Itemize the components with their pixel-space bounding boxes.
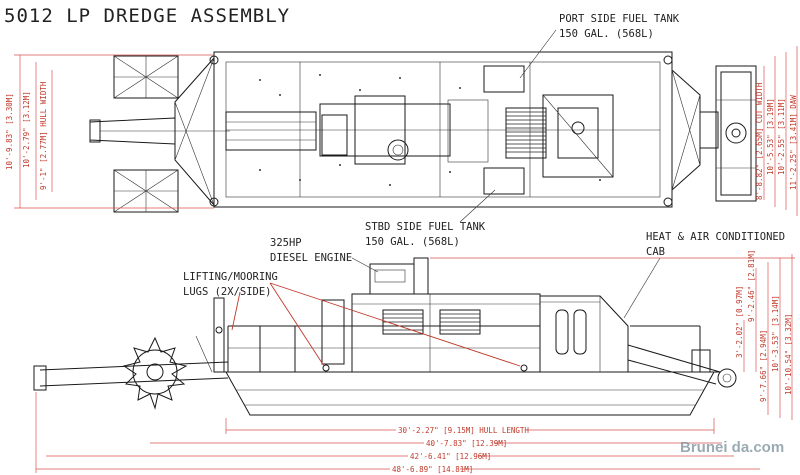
side-dims-bottom: 30'-2.27" [9.15M] HULL LENGTH 40'-7.83" … bbox=[35, 392, 760, 474]
svg-text:9'-1" [2.77M] HULL WIDTH: 9'-1" [2.77M] HULL WIDTH bbox=[39, 81, 48, 190]
svg-text:150 GAL. (568L): 150 GAL. (568L) bbox=[559, 28, 654, 40]
side-spud-wheel bbox=[122, 336, 188, 410]
side-cutter bbox=[627, 344, 737, 388]
port-fuel-tank bbox=[483, 65, 525, 93]
side-engine bbox=[369, 263, 415, 295]
svg-text:10'-3.53" [3.14M]: 10'-3.53" [3.14M] bbox=[771, 295, 780, 372]
svg-text:48'-6.89" [14.81M]: 48'-6.89" [14.81M] bbox=[392, 465, 473, 474]
svg-text:STBD SIDE FUEL TANK: STBD SIDE FUEL TANK bbox=[365, 221, 486, 233]
svg-text:30'-2.27" [9.15M] HULL LENGTH: 30'-2.27" [9.15M] HULL LENGTH bbox=[398, 426, 529, 435]
callout-cab: HEAT & AIR CONDITIONED CAB bbox=[623, 231, 785, 319]
svg-text:LUGS (2X/SIDE): LUGS (2X/SIDE) bbox=[183, 286, 272, 298]
plan-radiator bbox=[505, 107, 547, 159]
plan-engine bbox=[319, 103, 451, 157]
plan-view bbox=[89, 51, 757, 213]
plan-cutter bbox=[671, 65, 757, 202]
plan-hull bbox=[213, 51, 673, 208]
svg-text:LIFTING/MOORING: LIFTING/MOORING bbox=[183, 271, 278, 283]
svg-text:8'-8.82" [2.65M] CUT WIDTH: 8'-8.82" [2.65M] CUT WIDTH bbox=[755, 82, 764, 200]
svg-text:325HP: 325HP bbox=[270, 237, 302, 249]
side-engine-house bbox=[351, 293, 541, 373]
svg-text:10'-2.55" [3.11M]: 10'-2.55" [3.11M] bbox=[777, 98, 786, 175]
svg-text:150 GAL. (568L): 150 GAL. (568L) bbox=[365, 236, 460, 248]
svg-text:CAB: CAB bbox=[646, 246, 665, 258]
svg-text:10'-9.83" [3.30M]: 10'-9.83" [3.30M] bbox=[5, 93, 14, 170]
svg-text:10'-2.79" [3.12M]: 10'-2.79" [3.12M] bbox=[22, 91, 31, 168]
watermark: Brunei da.com bbox=[680, 439, 784, 456]
plan-spud-frame bbox=[89, 55, 317, 213]
svg-text:HEAT & AIR CONDITIONED: HEAT & AIR CONDITIONED bbox=[646, 231, 785, 243]
svg-text:10'-10.54" [3.32M]: 10'-10.54" [3.32M] bbox=[784, 314, 793, 395]
side-cab bbox=[539, 295, 629, 373]
svg-text:11'-2.25" [3.41M] DAW: 11'-2.25" [3.41M] DAW bbox=[789, 95, 798, 190]
svg-text:42'-6.41" [12.96M]: 42'-6.41" [12.96M] bbox=[410, 452, 491, 461]
drawing-title: 5012 LP DREDGE ASSEMBLY bbox=[4, 5, 290, 27]
callout-lugs: LIFTING/MOORING LUGS (2X/SIDE) bbox=[183, 271, 521, 367]
svg-text:9'-2.46" [2.81M]: 9'-2.46" [2.81M] bbox=[747, 250, 756, 322]
side-handrail bbox=[227, 325, 701, 372]
plan-dims-right: 8'-8.82" [2.65M] CUT WIDTH 10'-5.53" [3.… bbox=[755, 46, 798, 216]
side-dims-right: 3'-2.02" [0.97M] 9'-2.46" [2.81M] 9'-7.6… bbox=[430, 250, 795, 420]
callout-stbd-tank: STBD SIDE FUEL TANK 150 GAL. (568L) bbox=[365, 189, 496, 248]
svg-text:10'-5.53" [3.19M]: 10'-5.53" [3.19M] bbox=[766, 98, 775, 175]
callout-engine: 325HP DIESEL ENGINE bbox=[270, 237, 379, 273]
svg-text:3'-2.02" [0.97M]: 3'-2.02" [0.97M] bbox=[735, 286, 744, 358]
svg-text:PORT SIDE FUEL TANK: PORT SIDE FUEL TANK bbox=[559, 13, 680, 25]
callout-port-tank: PORT SIDE FUEL TANK 150 GAL. (568L) bbox=[519, 13, 680, 79]
side-hull bbox=[225, 371, 715, 416]
svg-text:DIESEL ENGINE: DIESEL ENGINE bbox=[270, 252, 352, 264]
plan-cab bbox=[542, 94, 614, 178]
svg-text:9'-7.66" [2.94M]: 9'-7.66" [2.94M] bbox=[759, 330, 768, 402]
stbd-fuel-tank bbox=[483, 167, 525, 195]
side-boom bbox=[33, 297, 229, 391]
svg-text:40'-7.83" [12.39M]: 40'-7.83" [12.39M] bbox=[426, 439, 507, 448]
plan-dims-left: 10'-9.83" [3.30M] 10'-2.79" [3.12M] 9'-1… bbox=[5, 54, 214, 209]
side-view bbox=[33, 257, 737, 416]
